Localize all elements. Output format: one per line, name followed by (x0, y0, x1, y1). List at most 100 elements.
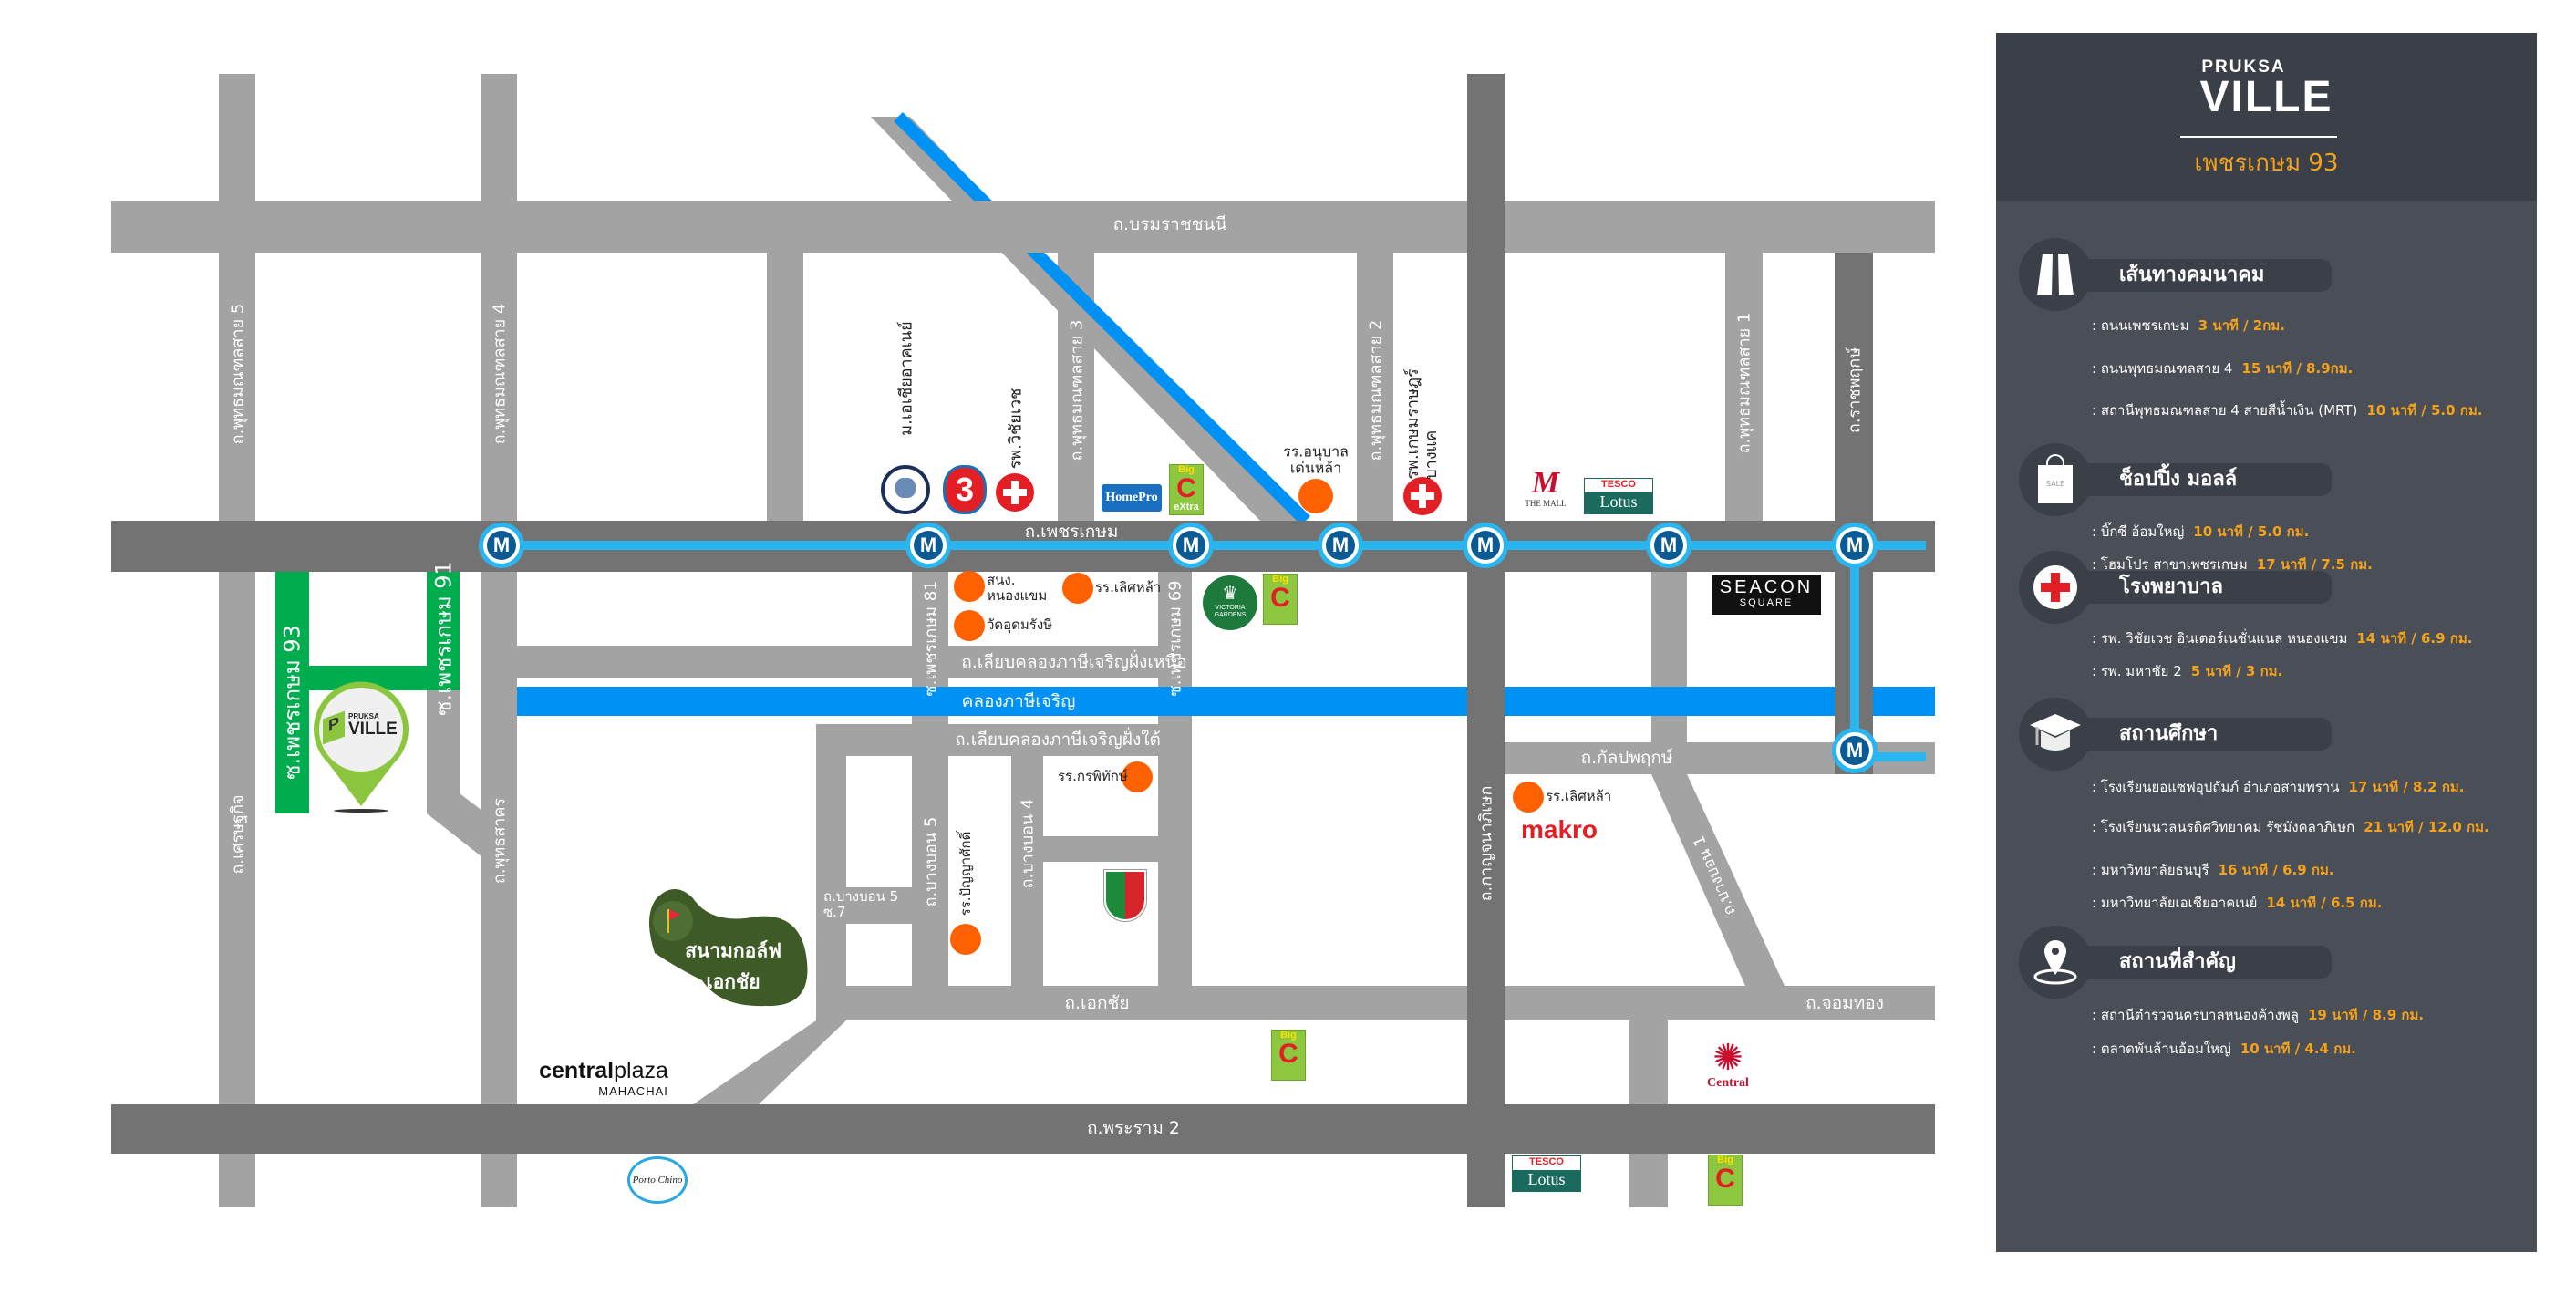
shopping-bag-icon: SALE (2019, 443, 2092, 516)
mrt-station-icon: M (479, 523, 524, 568)
label-soi93: ซ.เพชรเกษม 93 (279, 625, 305, 780)
office-dot-icon (954, 571, 985, 602)
road-ekkachai (816, 986, 1935, 1020)
porto-chino-logo: Porto Chino (627, 1156, 688, 1204)
list-item: : มหาวิทยาลัยเอเชียอาคเนย์14 นาที / 6.5 … (2092, 895, 2383, 911)
mrt-line-phetkasem (502, 541, 1926, 550)
road-bangbon1 (1651, 774, 1785, 986)
list-item: : รพ. วิชัยเวช อินเตอร์เนชั่นแนล หนองแขม… (2092, 630, 2473, 647)
label-canal: คลองภาษีเจริญ (961, 691, 1076, 711)
road-soi93 (275, 572, 309, 813)
project-subtitle: เพชรเกษม 93 (2194, 150, 2339, 177)
label-lertla-2: รร.เลิศหล้า (1546, 788, 1612, 804)
label-setthakit: ถ.เศรษฐกิจ (228, 794, 248, 875)
label-soi81: ซ.เพชรเกษม 81 (921, 580, 941, 697)
central-logo: ✺Central (1707, 1038, 1749, 1090)
info-panel: PRUKSA VILLE เพชรเกษม 93 เส้นทางคมนาคม :… (1996, 33, 2537, 1252)
panel-header: PRUKSA VILLE เพชรเกษม 93 (1996, 33, 2537, 201)
section-transport-title: เส้นทางคมนาคม (2078, 259, 2332, 292)
project-location-pin-icon[interactable]: P PRUKSA VILLE (310, 677, 412, 813)
road-phutthamonthon2 (1357, 253, 1393, 521)
canal-phasi-charoen (517, 687, 1935, 716)
school-dot-icon (1298, 479, 1333, 513)
hospital-cross-icon (2019, 551, 2092, 624)
graduation-cap-icon (2019, 698, 2092, 771)
list-item: : บิ๊กซี อ้อมใหญ่10 นาที / 5.0 กม. (2092, 523, 2310, 540)
list-item: : โรงเรียนนวลนรดิศวิทยาคม รัชมังคลาภิเษก… (2092, 819, 2489, 835)
label-ratchaphruek: ถ.ราชพฤกษ์ (1845, 347, 1865, 434)
road-liap-khlong-south (816, 724, 1192, 756)
label-phutthamonthon5: ถ.พุทธมณฑลสาย 5 (228, 303, 248, 445)
label-bangbon5: ถ.บางบอน 5 (921, 816, 941, 907)
label-phutthasakhon: ถ.พุทธสาคร (490, 797, 510, 885)
list-item: : ตลาดพันล้านอ้อมใหญ่10 นาที / 4.4 กม. (2092, 1041, 2356, 1057)
section-shopping-title: ช็อปปิ้ง มอลล์ (2078, 463, 2332, 496)
makro-logo: makro (1520, 815, 1598, 844)
label-phutthamonthon3: ถ.พุทธมณฑลสาย 3 (1067, 319, 1087, 461)
label-soi91: ซ.เพชรเกษม 91 (430, 561, 457, 716)
road-icon (2019, 238, 2092, 311)
label-phutthamonthon1: ถ.พุทธมณฑลสาย 1 (1734, 312, 1754, 454)
road-minor (767, 253, 803, 521)
label-rama2: ถ.พระราม 2 (1086, 1118, 1181, 1138)
school-crest-icon (1103, 869, 1147, 922)
section-hospital-title: โรงพยาบาล (2078, 571, 2332, 604)
label-kanchanaphisek: ถ.กาญจนาภิเษก (1476, 785, 1496, 902)
road-rama2 (111, 1104, 1935, 1154)
label-soi69: ซ.เพชรเกษม 69 (1165, 580, 1185, 697)
road-soi69 (1158, 572, 1192, 986)
label-lertla: รร.เลิศหล้า (1095, 579, 1162, 596)
road-kanchanaphisek (1467, 74, 1505, 1207)
list-item: : มหาวิทยาลัยธนบุรี16 นาที / 6.9 กม. (2092, 862, 2334, 878)
golf-course-area (648, 889, 808, 1007)
label-liap-khlong-north: ถ.เลียบคลองภาษีเจริญฝั่งเหนือ (961, 652, 1187, 672)
school-dot-icon (1122, 761, 1153, 792)
road-bangbon5-west (816, 724, 846, 986)
mrt-station-icon: M (1463, 523, 1508, 568)
road-phutthamonthon1 (1725, 253, 1763, 521)
label-kornpitak: รร.กรพิทักษ์ (1058, 768, 1128, 784)
temple-dot-icon (954, 610, 985, 641)
label-golf-course: สนามกอล์ฟเอกชัย (685, 939, 781, 992)
mrt-station-icon: M (1832, 728, 1878, 773)
section-landmarks-title: สถานที่สำคัญ (2078, 946, 2332, 979)
pin-shape (314, 681, 409, 813)
road-soi81 (912, 572, 948, 986)
road-diagonal-ekkachai (693, 1020, 846, 1104)
label-sau: ม.เอเชียอาคเนย์ (896, 321, 916, 436)
homepro-logo: HomePro (1102, 484, 1162, 512)
school-dot-icon (950, 924, 981, 955)
label-wat-udom: วัดอุดมรังษี (987, 616, 1053, 633)
location-pin-icon (2019, 926, 2092, 999)
label-bangbon4: ถ.บางบอน 4 (1018, 798, 1038, 889)
label-chomthong: ถ.จอมทอง (1805, 993, 1884, 1013)
label-wichaiwet: รพ.วิชัยเวช (1006, 388, 1026, 470)
mrt-station-icon: M (1318, 523, 1363, 568)
mrt-station-icon: M (905, 523, 951, 568)
label-panyasak: รร.ปัญญาศักดิ์ (957, 831, 974, 917)
label-phutthamonthon4: ถ.พุทธมณฑลสาย 4 (490, 303, 510, 445)
section-education-title: สถานศึกษา (2078, 718, 2332, 751)
mrt-station-icon: M (1646, 523, 1691, 568)
hospital-cross-icon (996, 473, 1034, 512)
road-connector (1651, 572, 1687, 745)
label-ekkachai: ถ.เอกชัย (1064, 993, 1130, 1013)
list-item: : สถานีตำรวจนครบาลหนองค้างพลู19 นาที / 8… (2092, 1007, 2425, 1023)
road-borommaratchachonnani (111, 201, 1935, 253)
label-kanlapaphruek: ถ.กัลปพฤกษ์ (1580, 748, 1673, 768)
road-phutthamonthon5 (219, 74, 255, 1207)
sau-university-seal-icon (881, 465, 930, 514)
brand-divider (2180, 136, 2337, 138)
mrt-station-icon: M (1168, 523, 1214, 568)
mrt-station-icon: M (1832, 523, 1878, 568)
hospital-cross-icon (1403, 477, 1442, 515)
road-bangbon4 (1011, 756, 1043, 986)
